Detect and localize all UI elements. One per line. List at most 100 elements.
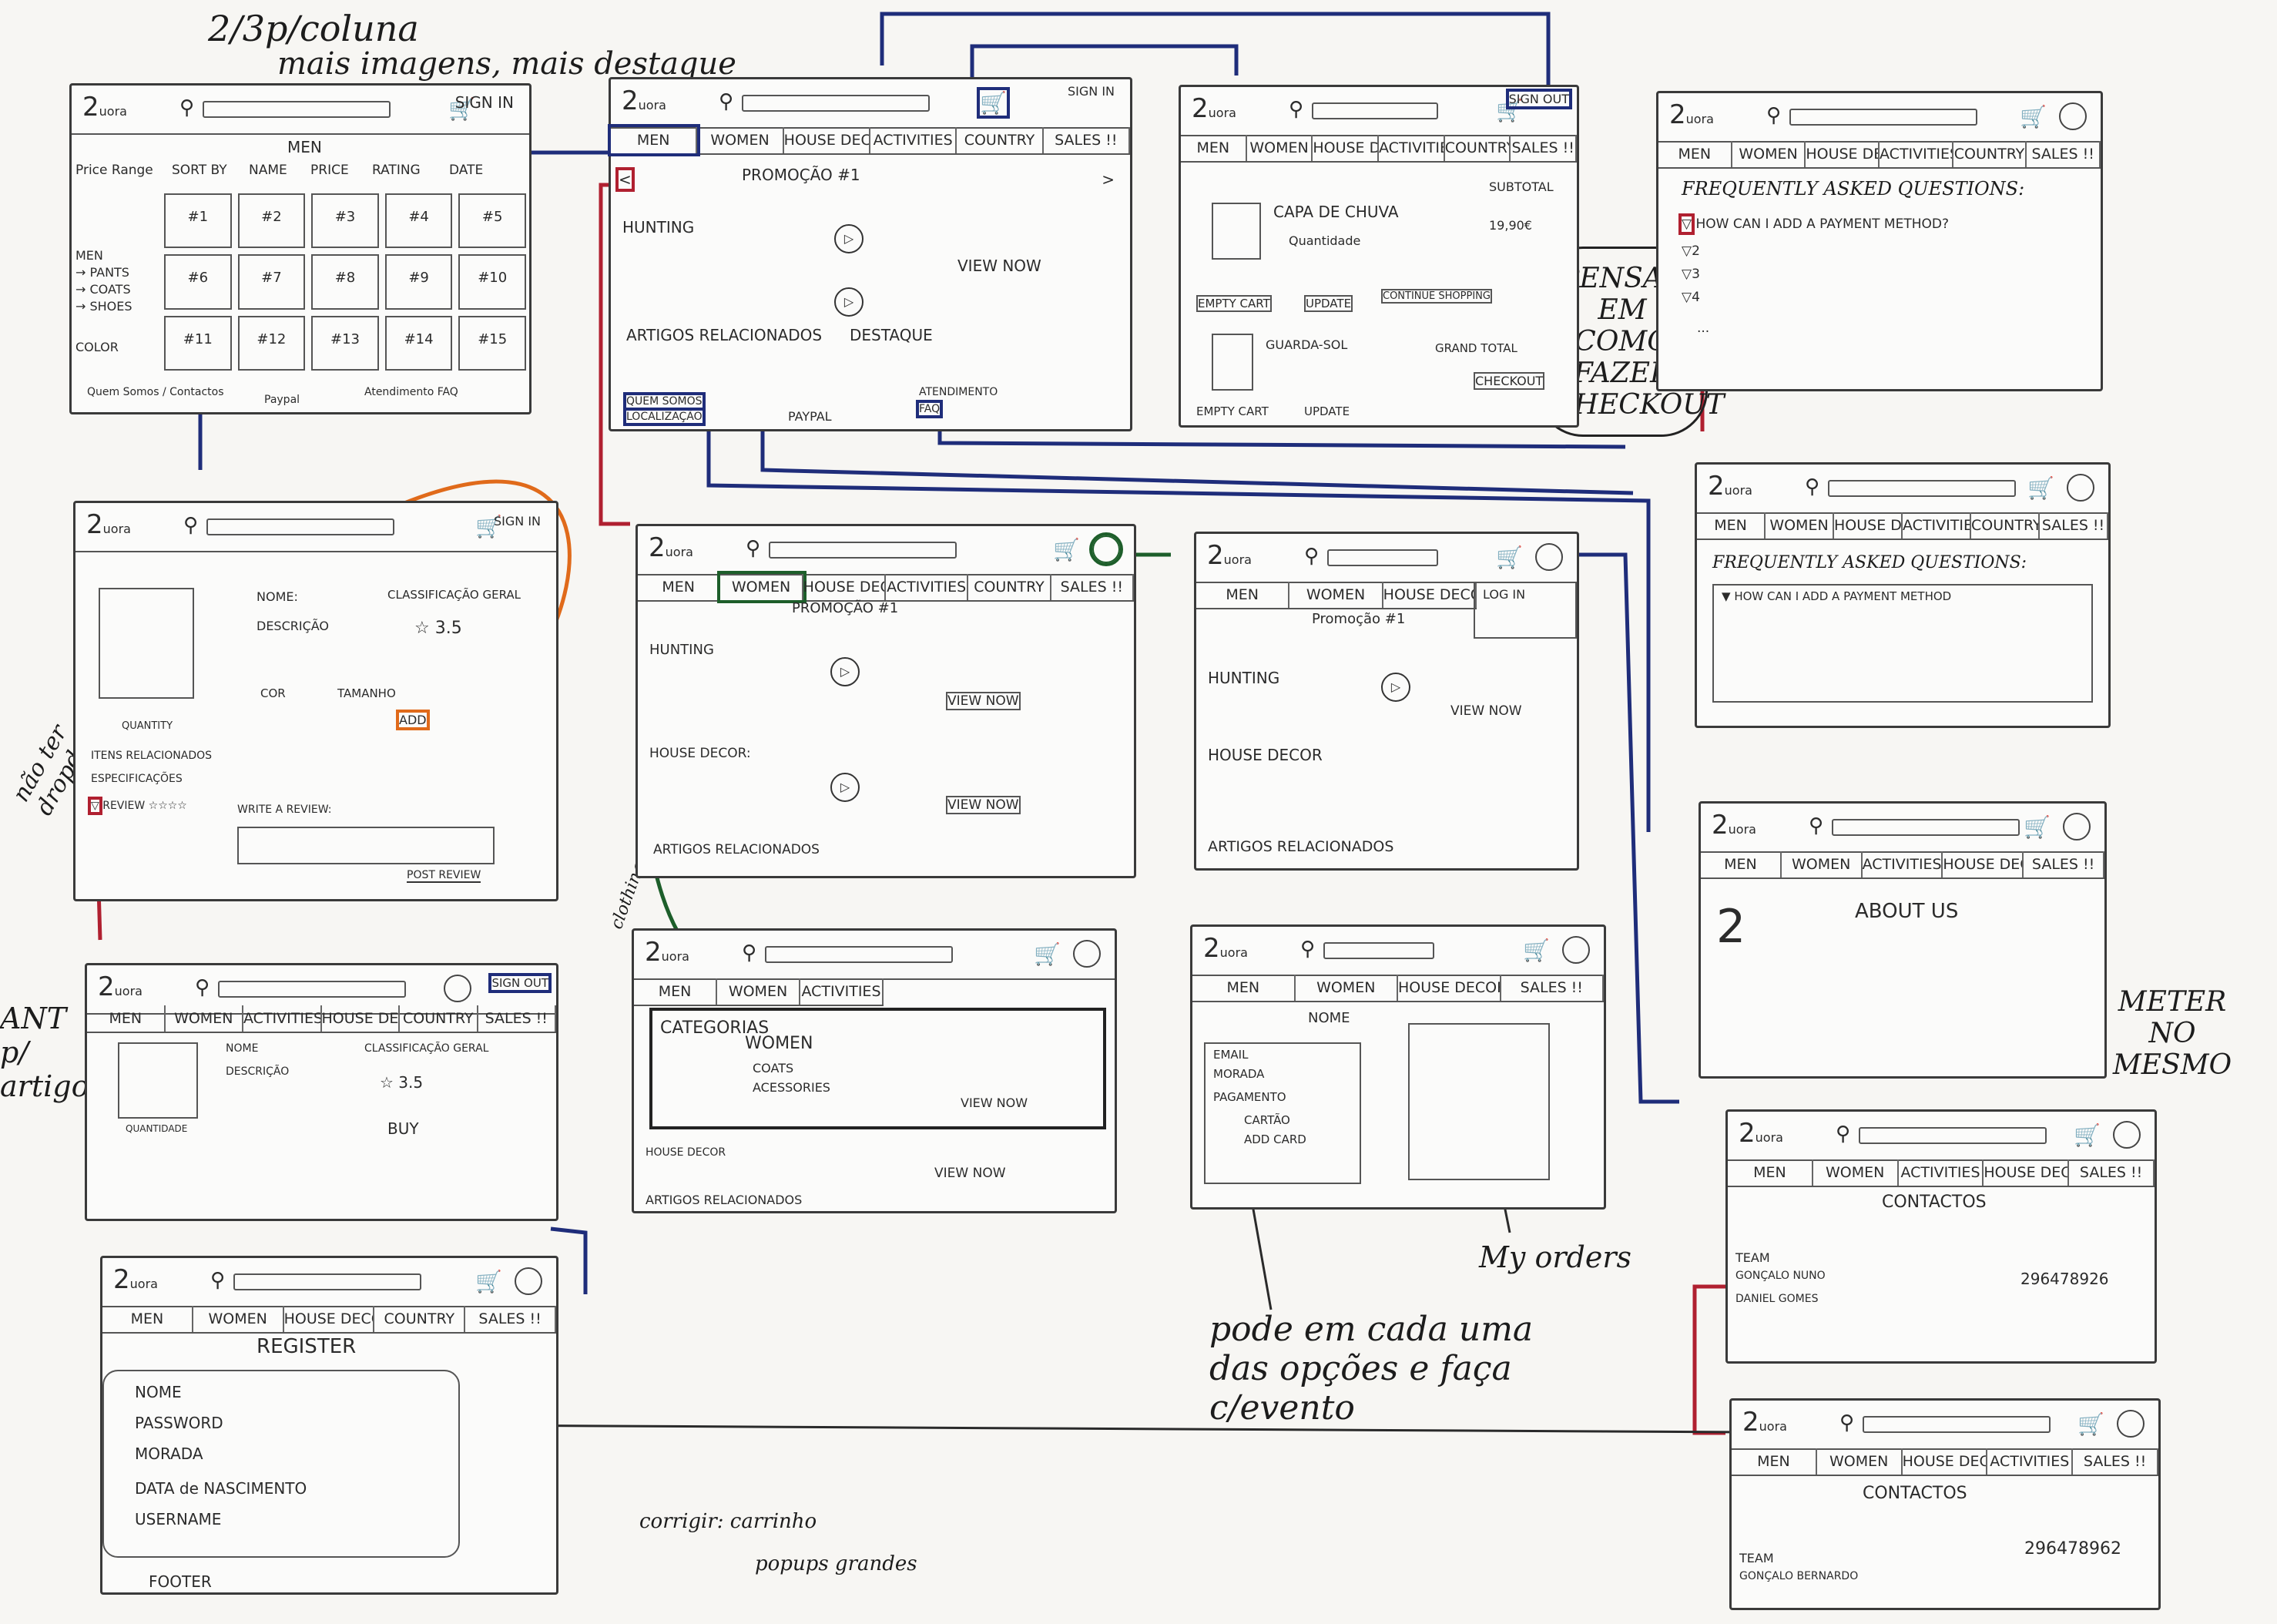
- search-input[interactable]: [769, 542, 957, 559]
- footer-paypal[interactable]: Paypal: [264, 394, 300, 406]
- product-tile[interactable]: #10: [458, 254, 526, 310]
- user-icon[interactable]: [444, 975, 471, 1002]
- nav-house-decor[interactable]: HOUSE DECOR: [1806, 141, 1880, 167]
- nav-house-decor[interactable]: HOUSE DECOR: [1398, 975, 1501, 1001]
- product-tile[interactable]: #13: [311, 315, 379, 371]
- empty-cart-button[interactable]: EMPTY CART: [1196, 295, 1272, 312]
- user-icon[interactable]: [1562, 936, 1590, 964]
- view-now-button[interactable]: VIEW NOW: [961, 1096, 1028, 1110]
- sign-in-link[interactable]: SIGN IN: [493, 514, 541, 528]
- username-field[interactable]: USERNAME: [135, 1510, 222, 1528]
- search-input[interactable]: [218, 981, 406, 998]
- quem-somos-link[interactable]: QUEM SOMOS: [623, 392, 706, 411]
- nav-activities[interactable]: ACTIVITIES: [870, 127, 957, 153]
- cartao-item[interactable]: CARTÃO: [1244, 1113, 1290, 1127]
- sort-date[interactable]: DATE: [449, 163, 484, 178]
- nav-country[interactable]: COUNTRY: [957, 127, 1044, 153]
- nav-house-decor[interactable]: HOUSE DECOR: [1834, 512, 1903, 539]
- menu-coats[interactable]: COATS: [753, 1061, 794, 1075]
- nav-sales[interactable]: SALES !!: [478, 1005, 556, 1032]
- nome-field[interactable]: NOME: [135, 1383, 182, 1401]
- cart-icon[interactable]: 🛒: [1034, 941, 1061, 967]
- carousel-prev[interactable]: <: [615, 167, 635, 192]
- nav-country[interactable]: COUNTRY: [374, 1306, 466, 1332]
- search-input[interactable]: [1327, 549, 1438, 566]
- nav-activities[interactable]: ACTIVITIES: [1899, 1159, 1984, 1186]
- nav-house-decor[interactable]: HOUSE DECOR: [1903, 1448, 1988, 1475]
- continue-shopping-button[interactable]: CONTINUE SHOPPING: [1381, 289, 1492, 304]
- nav-sales[interactable]: SALES !!: [1051, 574, 1134, 600]
- sign-out-link[interactable]: SIGN OUT: [1505, 89, 1573, 109]
- nav-women[interactable]: WOMEN: [697, 127, 784, 153]
- nav-women[interactable]: WOMEN: [717, 978, 800, 1005]
- product-tile[interactable]: #7: [237, 254, 306, 310]
- play-icon[interactable]: ▷: [830, 657, 860, 686]
- footer-left[interactable]: Quem Somos / Contactos: [87, 386, 224, 398]
- nav-men[interactable]: MEN: [1697, 512, 1766, 539]
- view-now-button[interactable]: VIEW NOW: [1450, 703, 1522, 719]
- review-toggle[interactable]: ▽ REVIEW ☆☆☆☆: [88, 797, 187, 815]
- sign-in-link[interactable]: SIGN IN: [454, 93, 514, 112]
- product-tile[interactable]: #12: [237, 315, 306, 371]
- localizacao-link[interactable]: LOCALIZAÇÃO: [623, 408, 706, 426]
- menu-women[interactable]: WOMEN: [745, 1034, 813, 1053]
- nav-men[interactable]: MEN: [1732, 1448, 1817, 1475]
- nav-men[interactable]: MEN: [1658, 141, 1732, 167]
- search-input[interactable]: [1312, 102, 1438, 119]
- cart-icon[interactable]: 🛒: [2024, 814, 2051, 840]
- sign-out-link[interactable]: SIGN OUT: [488, 973, 552, 993]
- nav-men[interactable]: MEN: [1192, 975, 1296, 1001]
- nav-country[interactable]: COUNTRY: [1445, 135, 1511, 161]
- nav-women[interactable]: WOMEN: [193, 1306, 284, 1332]
- user-icon[interactable]: [1535, 543, 1563, 571]
- nav-men[interactable]: MEN: [1701, 851, 1782, 877]
- product-tile[interactable]: #4: [384, 193, 453, 249]
- nav-sales[interactable]: SALES !!: [2024, 851, 2104, 877]
- cart-icon[interactable]: 🛒: [1496, 545, 1523, 570]
- update-button[interactable]: UPDATE: [1304, 404, 1350, 418]
- nav-women[interactable]: WOMEN: [1289, 582, 1383, 608]
- empty-cart-button[interactable]: EMPTY CART: [1196, 404, 1269, 418]
- nav-men[interactable]: MEN: [1181, 135, 1247, 161]
- faq-question-3[interactable]: ▽3: [1682, 267, 1700, 282]
- pagamento-item[interactable]: PAGAMENTO: [1213, 1090, 1286, 1104]
- nav-sales[interactable]: SALES !!: [2027, 141, 2101, 167]
- play-icon[interactable]: ▷: [1381, 673, 1410, 702]
- user-icon[interactable]: [2063, 813, 2091, 841]
- size-label[interactable]: TAMANHO: [337, 686, 396, 700]
- carousel-next[interactable]: >: [1102, 170, 1115, 189]
- cart-icon[interactable]: 🛒: [2077, 1411, 2104, 1437]
- view-now-button[interactable]: VIEW NOW: [934, 1166, 1006, 1181]
- nav-women[interactable]: WOMEN: [1813, 1159, 1899, 1186]
- nav-women[interactable]: WOMEN: [1782, 851, 1863, 877]
- nav-activities[interactable]: ACTIVITIES: [1987, 1448, 2074, 1475]
- search-input[interactable]: [765, 946, 953, 963]
- sort-price[interactable]: PRICE: [310, 163, 349, 178]
- sort-rating[interactable]: RATING: [372, 163, 421, 178]
- nav-sales[interactable]: SALES !!: [2073, 1448, 2158, 1475]
- nav-house-decor[interactable]: HOUSE DECOR: [322, 1005, 400, 1032]
- nav-activities[interactable]: ACTIVITIES: [800, 978, 884, 1005]
- nav-sales[interactable]: SALES !!: [1044, 127, 1130, 153]
- cart-icon[interactable]: 🛒: [1496, 98, 1523, 123]
- nav-sales[interactable]: SALES !!: [1501, 975, 1604, 1001]
- search-input[interactable]: [1789, 109, 1977, 126]
- play-icon[interactable]: ▷: [834, 287, 864, 317]
- user-icon[interactable]: [515, 1267, 542, 1295]
- nav-sales[interactable]: SALES !!: [465, 1306, 556, 1332]
- nav-country[interactable]: COUNTRY: [1953, 141, 2027, 167]
- nav-house-decor[interactable]: HOUSE DECOR: [284, 1306, 375, 1332]
- checkout-button[interactable]: CHECKOUT: [1474, 372, 1545, 390]
- search-input[interactable]: [742, 95, 930, 112]
- nav-house-decor[interactable]: HOUSE DECOR: [1313, 135, 1380, 161]
- quantity-stepper[interactable]: QUANTITY: [122, 720, 173, 732]
- faq-link[interactable]: FAQ: [915, 400, 944, 418]
- cart-icon[interactable]: 🛒: [2020, 104, 2047, 129]
- faq-question-4[interactable]: ▽4: [1682, 290, 1700, 305]
- search-input[interactable]: [203, 101, 391, 118]
- nav-house-decor[interactable]: HOUSE DECOR: [784, 127, 870, 153]
- nav-sales[interactable]: SALES !!: [2069, 1159, 2155, 1186]
- color-label[interactable]: COR: [260, 686, 286, 700]
- review-textarea[interactable]: [237, 827, 495, 864]
- nav-activities[interactable]: ACTIVITIES: [886, 574, 969, 600]
